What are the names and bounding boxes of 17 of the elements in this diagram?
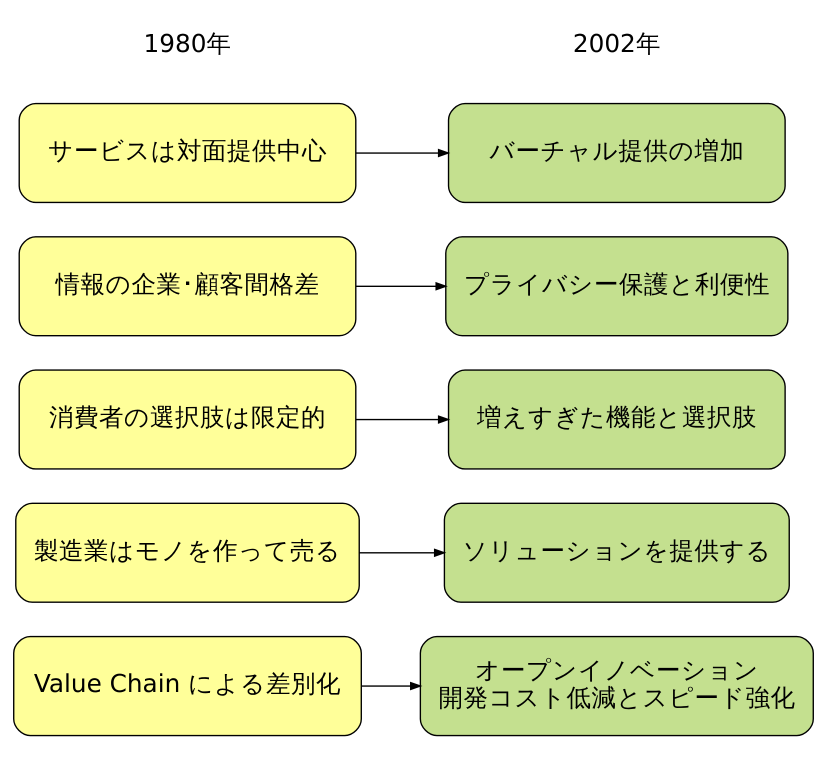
node-box: 情報の企業･顧客間格差	[18, 236, 356, 336]
arrow	[356, 282, 448, 291]
label: 2002年	[572, 28, 661, 58]
node-box: バーチャル提供の増加	[448, 102, 786, 204]
arrow	[362, 682, 422, 690]
node-box: プライバシー保護と利便性	[445, 236, 789, 336]
node-box: Value Chain による差別化	[13, 636, 362, 736]
node-box: オープンイノベーション 開発コスト低減とスピード強化	[420, 636, 814, 736]
arrow	[356, 415, 450, 424]
node-box: 増えすぎた機能と選択肢	[448, 369, 786, 470]
node-box: 消費者の選択肢は限定的	[18, 369, 356, 470]
arrow	[356, 148, 450, 158]
node-box: ソリューションを提供する	[444, 502, 790, 603]
arrow	[359, 548, 446, 558]
node-box: サービスは対面提供中心	[18, 102, 356, 204]
label: 1980年	[144, 28, 232, 58]
node-box: 製造業はモノを作って売る	[15, 502, 360, 603]
